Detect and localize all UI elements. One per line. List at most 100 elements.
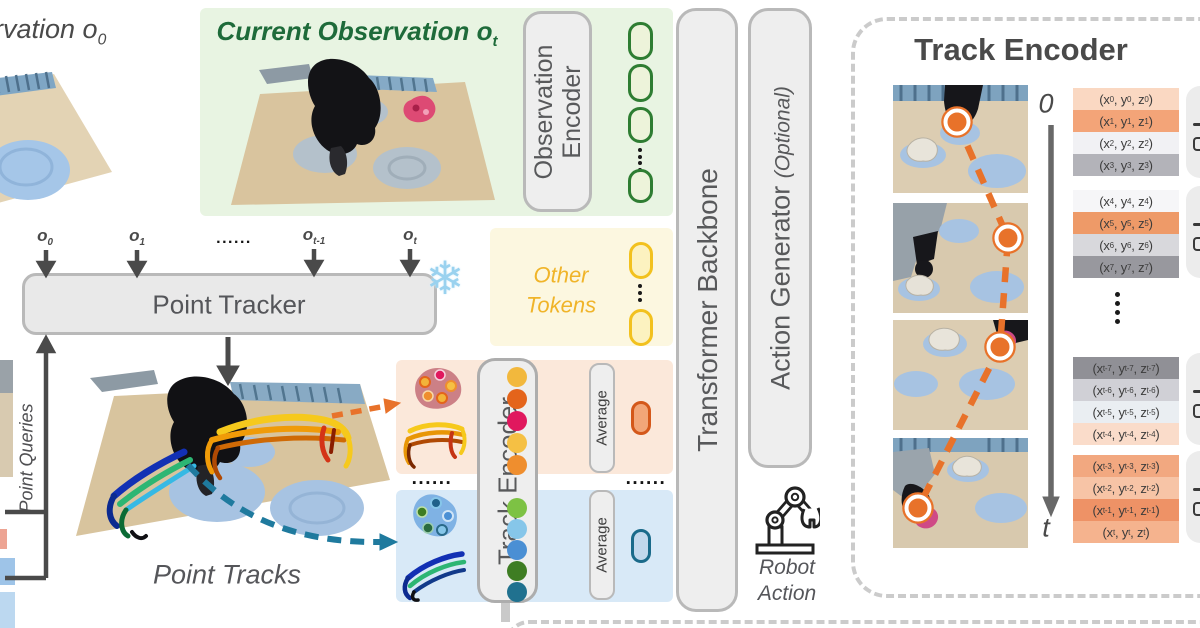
tracker-input-ot-1: ot-1: [302, 224, 326, 248]
point-marker: [419, 376, 431, 388]
observation-token: [628, 22, 653, 60]
orange-track-token: [507, 367, 527, 387]
blue-disc: [270, 480, 364, 536]
track-encoder-detail-panel: [851, 17, 1200, 598]
point-marker: [445, 380, 457, 392]
observation-token: [628, 107, 653, 143]
blue-point-tracks: [106, 448, 197, 541]
orange-track-token: [507, 455, 527, 475]
snowflake-icon: ❄: [425, 252, 465, 304]
cutoff-encoder-box: [1186, 86, 1200, 178]
point-marker: [442, 510, 454, 522]
robot-gripper: [329, 146, 348, 176]
blue-disc: [939, 219, 979, 243]
robot-action-line2: Action: [757, 582, 817, 605]
orange-track-token: [507, 389, 527, 409]
other-token: [629, 242, 653, 279]
blue-track-token: [507, 540, 527, 560]
point-marker: [422, 390, 434, 402]
blue-track-token: [507, 498, 527, 518]
action-generator-box: [748, 8, 812, 468]
cutoff-element-blue2: [0, 592, 15, 628]
other-tokens-line2: Tokens: [525, 292, 597, 317]
average-label-bottom: Average: [593, 517, 611, 573]
frame-image-0: [893, 85, 1028, 193]
blue-track-token: [507, 519, 527, 539]
action-generator-text: Action Generator: [765, 185, 796, 390]
frame-image-1: [893, 203, 1028, 313]
track-encoder-callout-stub: [501, 600, 510, 622]
gray-disc-ring: [387, 155, 427, 181]
point-marker: [430, 497, 442, 509]
frame-image-2: [893, 320, 1028, 430]
current-observation-label: Current Observation ot: [216, 15, 498, 51]
blue-disc: [970, 271, 1024, 303]
track-section-ellipsis-right: ......: [625, 468, 667, 489]
tracker-input-o1: o1: [129, 225, 145, 249]
point-marker: [416, 506, 428, 518]
robot-arm-icon: [752, 482, 820, 556]
orange-tracks-glyph: [400, 415, 470, 471]
blue-disc: [959, 368, 1015, 400]
point-tracker-label: Point Tracker: [152, 289, 306, 320]
average-box-top: [589, 363, 615, 473]
tracker-input-arrows: [35, 249, 421, 279]
robot-arm: [308, 58, 381, 155]
orange-track-token: [507, 411, 527, 431]
observation-encoder-label: Observation Encoder: [530, 2, 586, 222]
average-box-bottom: [589, 490, 615, 600]
cutoff-encoder-box: [1186, 186, 1200, 278]
gray-shelf: [90, 370, 158, 392]
observation-encoder-line2: Encoder: [558, 65, 586, 159]
cutoff-element-blue1: [0, 558, 15, 585]
average-label-top: Average: [593, 390, 611, 446]
orange-track-token: [507, 433, 527, 453]
gray-shelf: [259, 64, 313, 84]
axis-start-label: 0: [1038, 88, 1054, 119]
coordinate-rows-ellipsis: [1115, 292, 1120, 324]
blue-track-token: [507, 582, 527, 602]
observation-token: [628, 64, 653, 102]
action-generator-label: Action Generator (Optional): [766, 86, 797, 390]
point-marker: [422, 522, 434, 534]
detail-panel-title: Track Encoder: [914, 32, 1128, 67]
cloth-object: [905, 274, 934, 296]
pink-object: [403, 95, 436, 123]
other-tokens-label: Other Tokens: [491, 260, 631, 319]
point-marker: [436, 392, 448, 404]
other-token-ellipsis: [638, 284, 642, 302]
stripes: [0, 71, 51, 93]
blue-disc: [940, 121, 980, 145]
blue-disc: [975, 493, 1027, 523]
point-marker: [434, 369, 446, 381]
other-token: [629, 309, 653, 346]
gray-disc: [373, 147, 441, 189]
pink-object-detail: [412, 104, 420, 112]
stripes: [238, 383, 343, 404]
observation-token: [628, 169, 653, 203]
cloth-object: [928, 327, 960, 351]
averaged-track-token-blue: [631, 529, 651, 563]
tracker-input-ot: ot: [403, 224, 417, 248]
cutoff-image: [0, 360, 13, 477]
point-queries-label: Point Queries: [16, 403, 37, 513]
averaged-track-token-orange: [631, 401, 651, 435]
track-section-ellipsis-left: ......: [411, 468, 453, 489]
bottom-callout-panel: [505, 620, 1200, 628]
robot-arm: [167, 376, 248, 474]
action-generator-optional-text: (Optional): [771, 86, 795, 179]
cutoff-element-pink: [0, 529, 7, 549]
